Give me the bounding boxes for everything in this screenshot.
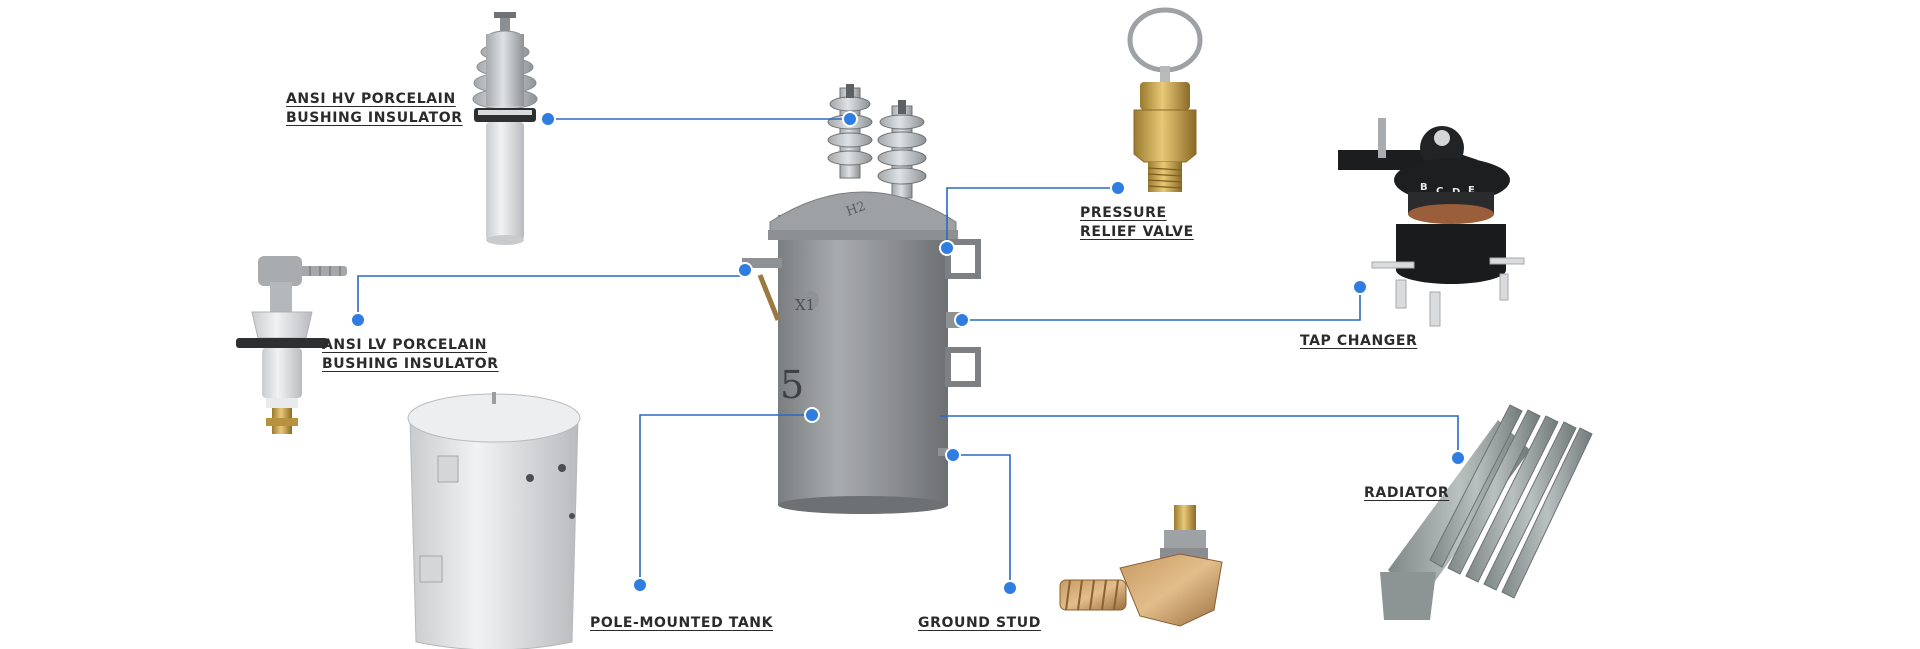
label-lv-bushing-line2: BUSHING INSULATOR bbox=[322, 356, 499, 372]
transformer-image: H2 X1 5 bbox=[742, 84, 981, 514]
dot-pressure-valve-label bbox=[1110, 180, 1126, 196]
dot-ground-stud-part bbox=[945, 447, 961, 463]
label-pressure-valve: PRESSURE RELIEF VALVE bbox=[1080, 204, 1194, 242]
label-pressure-valve-line2: RELIEF VALVE bbox=[1080, 224, 1194, 240]
svg-text:B: B bbox=[1420, 182, 1428, 193]
svg-text:C: C bbox=[1436, 186, 1443, 197]
tank-number-marking: 5 bbox=[780, 363, 804, 407]
label-lv-bushing-line1: ANSI LV PORCELAIN bbox=[322, 337, 488, 353]
dot-tap-changer-part bbox=[954, 312, 970, 328]
dot-tap-changer-label bbox=[1352, 279, 1368, 295]
label-hv-bushing-line2: BUSHING INSULATOR bbox=[286, 110, 463, 126]
label-tap-changer-line1: TAP CHANGER bbox=[1300, 333, 1418, 349]
label-lv-bushing: ANSI LV PORCELAIN BUSHING INSULATOR bbox=[322, 336, 499, 374]
label-pressure-valve-line1: PRESSURE bbox=[1080, 205, 1167, 221]
label-tank: POLE-MOUNTED TANK bbox=[590, 614, 773, 633]
svg-text:E: E bbox=[1468, 185, 1475, 196]
dot-radiator-label bbox=[1450, 450, 1466, 466]
label-tank-line1: POLE-MOUNTED TANK bbox=[590, 615, 774, 631]
leader-ground-stud bbox=[953, 454, 1011, 588]
dot-tank-part bbox=[804, 407, 820, 423]
leader-lines bbox=[357, 118, 1459, 588]
radiator-image bbox=[1380, 404, 1593, 620]
leader-tap-changer bbox=[962, 287, 1361, 321]
leader-radiator bbox=[940, 415, 1459, 458]
label-hv-bushing: ANSI HV PORCELAIN BUSHING INSULATOR bbox=[286, 90, 463, 128]
pole-mounted-tank-image bbox=[407, 392, 581, 649]
label-radiator: RADIATOR bbox=[1364, 484, 1449, 503]
terminal-marking-h2: H2 bbox=[844, 199, 868, 220]
leader-dots bbox=[350, 111, 1466, 596]
dot-lv-bushing-label bbox=[350, 312, 366, 328]
ground-stud-image bbox=[1059, 505, 1223, 627]
dot-ground-stud-label bbox=[1002, 580, 1018, 596]
label-hv-bushing-line1: ANSI HV PORCELAIN bbox=[286, 91, 456, 107]
tap-changer-image: BCDE bbox=[1338, 118, 1525, 327]
leader-lv-bushing bbox=[357, 275, 745, 320]
label-ground-stud: GROUND STUD bbox=[918, 614, 1041, 633]
dot-pressure-valve-part bbox=[939, 240, 955, 256]
hv-bushing-image bbox=[472, 12, 538, 245]
leader-tank bbox=[639, 414, 812, 585]
dot-lv-bushing-part bbox=[737, 262, 753, 278]
label-radiator-line1: RADIATOR bbox=[1364, 485, 1450, 501]
terminal-marking-x1: X1 bbox=[795, 296, 815, 314]
lv-bushing-image bbox=[236, 256, 347, 434]
leader-pressure-valve bbox=[946, 187, 1118, 245]
dot-hv-bushing-label bbox=[540, 111, 556, 127]
dot-tank-label bbox=[632, 577, 648, 593]
label-ground-stud-line1: GROUND STUD bbox=[918, 615, 1041, 631]
label-tap-changer: TAP CHANGER bbox=[1300, 332, 1417, 351]
dot-hv-bushing-part bbox=[842, 111, 858, 127]
pressure-relief-valve-image bbox=[1127, 7, 1203, 192]
